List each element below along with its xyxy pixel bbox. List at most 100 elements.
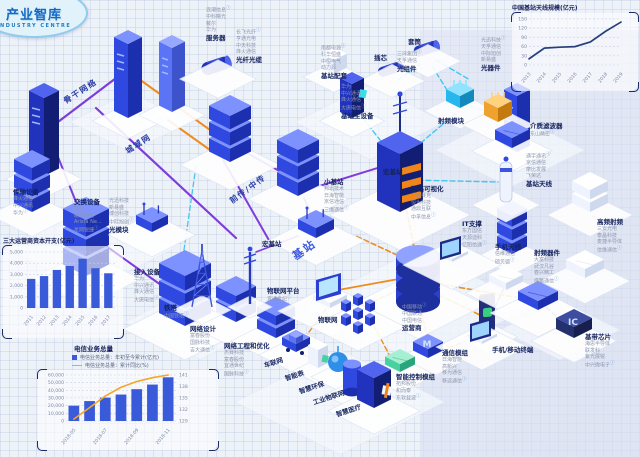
company-item: 华为ⓘ [13, 209, 28, 218]
svg-text:2019: 2019 [612, 71, 624, 84]
info-marker-icon: ⓘ [501, 36, 506, 41]
info-marker-icon: ⓘ [610, 360, 615, 366]
label-network-design: 网络设计富春股份国脉科技吉大通信ⓘ [190, 325, 216, 355]
svg-text:30: 30 [521, 53, 527, 59]
label-title: 基站配套 [321, 71, 347, 80]
label-title: 网络设计 [190, 325, 216, 333]
svg-text:0: 0 [61, 419, 64, 425]
label-rf-module: 射频模块 [438, 117, 464, 125]
svg-text:3,000: 3,000 [10, 272, 23, 278]
label-title: 小基站 [324, 178, 344, 186]
node-metro-stack-2 [247, 129, 349, 225]
label-iot-platform: 物联网平台宜通世纪ⓘ [267, 287, 300, 304]
info-marker-icon: ⓘ [417, 50, 422, 55]
company-item: 天孚通信 [481, 44, 502, 51]
company-item: 通宇通讯ⓘ [526, 152, 551, 160]
svg-text:2016: 2016 [87, 314, 99, 327]
svg-text:129: 129 [179, 419, 188, 425]
company-item: 飞荣达 [526, 173, 542, 180]
company-item: 华为 [206, 27, 217, 34]
label-title: 物联网平台 [267, 287, 300, 295]
label-hf-rf: 高频射频三安光电泰晶科技麦捷半导体信维通信ⓘ [597, 218, 623, 254]
label-title: 宏基站 [383, 168, 403, 176]
node-filter-node [470, 121, 554, 172]
frame-corner-icon [114, 245, 124, 255]
svg-text:135: 135 [179, 396, 188, 402]
info-marker-icon: ⓘ [129, 217, 134, 223]
company-item: 中兴微电子ⓘ [585, 360, 615, 369]
company-item: 邦讯技术 [324, 186, 345, 193]
node-car-node [257, 330, 335, 375]
company-item: 泰晶科技 [597, 232, 618, 239]
company-item: 动力源 [321, 65, 337, 72]
company-item: 国脉科技 [190, 339, 211, 346]
node-bs-main-node [318, 72, 386, 138]
info-marker-icon: ⓘ [462, 376, 467, 382]
label-title: 光组件 [397, 64, 417, 73]
svg-text:2011: 2011 [23, 314, 35, 327]
company-item: 通鼎互联 [411, 206, 432, 213]
company-item: 京信通信 [526, 160, 547, 167]
node-it-slab [546, 172, 634, 237]
company-item: 麦捷半导体 [597, 239, 623, 246]
info-marker-icon: ⓘ [617, 245, 622, 251]
company-item: 博创科技 [109, 211, 130, 217]
company-item: 拓邦股份 [396, 381, 417, 388]
node-laptop-2 [435, 318, 529, 371]
label-transmission: 传输设备烽火通信中兴通讯华为ⓘ [13, 188, 39, 218]
legend-bars: 电信业务总量：年初至今累计(亿元) [72, 354, 218, 361]
frame-corner-icon [629, 82, 639, 92]
node-mast-bs [227, 246, 273, 319]
company-item: 中际旭创ⓘ [109, 217, 134, 226]
label-title: 射频器件 [534, 249, 560, 257]
company-item: 中新赛克 [411, 193, 432, 200]
label-tower: 铁塔中国铁塔ⓘ [164, 304, 189, 321]
connection-line [48, 70, 126, 130]
company-item: 中兴通讯 [134, 282, 155, 289]
company-item: 大唐电信ⓘ [134, 295, 159, 304]
label-title: 通信模组 [442, 349, 468, 357]
frame-corner-icon [114, 329, 124, 339]
svg-text:0: 0 [524, 63, 527, 69]
svg-text:2018-05: 2018-05 [60, 427, 77, 446]
company-item: 三环集团ⓘ [397, 50, 422, 58]
label-mobile-terminal: 手机/移动终端 [492, 346, 533, 354]
info-marker-icon: ⓘ [546, 152, 551, 157]
label-macro-bs-bottom: 宏基站 [262, 240, 282, 248]
node-small-bs-node [266, 206, 366, 266]
label-dielectric-filter: 介质滤波器东山精密ⓘ [530, 122, 563, 139]
info-marker-icon: ⓘ [482, 241, 487, 247]
company-item: 中兴通讯 [341, 90, 362, 97]
info-marker-icon: ⓘ [431, 212, 436, 218]
company-item: 日海智能 [442, 357, 463, 364]
company-item: 三安光电 [597, 226, 618, 233]
svg-text:2014: 2014 [536, 71, 548, 84]
legend-line: 电信业务总量：累计同比(%) [72, 362, 218, 369]
company-item: 中科曙光 [206, 14, 227, 21]
connection-line [435, 59, 471, 81]
label-title: 手机/移动终端 [492, 346, 534, 354]
label-macro-bs-top: 宏基站 [383, 168, 403, 176]
svg-text:2016: 2016 [566, 71, 578, 84]
svg-text:2018: 2018 [597, 71, 609, 84]
svg-text:132: 132 [179, 407, 188, 413]
node-optical-module-node [107, 202, 197, 258]
company-item: 华为 [341, 84, 352, 90]
company-item: 和而泰 [396, 387, 412, 394]
label-rf-device: 射频器件大富科技武汉凡谷春兴精工盛路通信ⓘ [534, 249, 560, 285]
node-macro-bs-node [328, 91, 472, 251]
info-marker-icon: ⓘ [422, 303, 427, 308]
svg-text:90: 90 [521, 35, 527, 41]
info-marker-icon: ⓘ [94, 225, 99, 231]
svg-text:50,000: 50,000 [48, 380, 64, 386]
company-item: 联发科 [585, 347, 601, 354]
svg-text:IC: IC [568, 318, 578, 328]
company-item: 信维通信ⓘ [597, 245, 622, 254]
info-marker-icon: ⓘ [256, 28, 261, 33]
label-title: 射频模块 [438, 117, 464, 125]
frame-corner-icon [209, 369, 219, 379]
svg-text:141: 141 [179, 373, 188, 379]
